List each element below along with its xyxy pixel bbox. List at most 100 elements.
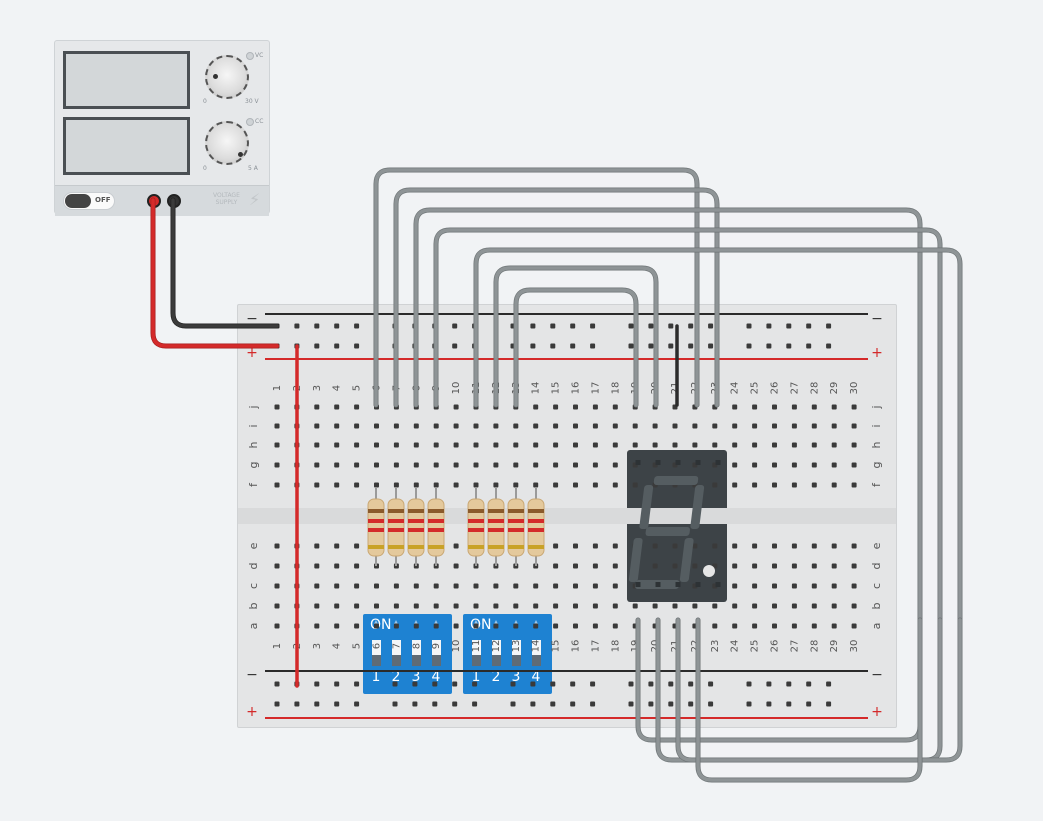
breadboard-hole[interactable]: [772, 563, 777, 569]
jumper-wire[interactable]: [494, 266, 658, 407]
breadboard-hole[interactable]: [354, 404, 360, 410]
rail-hole[interactable]: [826, 343, 832, 349]
rail-hole[interactable]: [826, 681, 832, 687]
breadboard-hole[interactable]: [274, 543, 280, 549]
rail-hole[interactable]: [412, 681, 418, 687]
breadboard-hole[interactable]: [473, 423, 479, 429]
breadboard-hole[interactable]: [791, 482, 797, 488]
breadboard-hole[interactable]: [274, 423, 280, 429]
rail-hole[interactable]: [708, 323, 714, 329]
breadboard-hole[interactable]: [533, 583, 539, 589]
breadboard-hole[interactable]: [453, 563, 459, 569]
breadboard-hole[interactable]: [413, 482, 419, 488]
breadboard-hole[interactable]: [791, 603, 797, 609]
breadboard-hole[interactable]: [453, 442, 459, 448]
breadboard-hole[interactable]: [314, 603, 320, 609]
breadboard-hole[interactable]: [433, 623, 439, 629]
breadboard-hole[interactable]: [851, 623, 857, 629]
breadboard-hole[interactable]: [374, 583, 379, 589]
jumper-wire[interactable]: [676, 618, 962, 762]
breadboard-hole[interactable]: [791, 462, 797, 468]
breadboard-hole[interactable]: [413, 423, 419, 429]
breadboard-hole[interactable]: [791, 543, 797, 549]
rail-hole[interactable]: [668, 323, 674, 329]
rail-hole[interactable]: [590, 701, 596, 707]
breadboard-hole[interactable]: [772, 623, 777, 629]
breadboard-hole[interactable]: [314, 563, 320, 569]
breadboard-hole[interactable]: [692, 543, 698, 549]
breadboard-hole[interactable]: [811, 423, 817, 429]
rail-hole[interactable]: [746, 701, 752, 707]
breadboard-hole[interactable]: [274, 404, 280, 410]
breadboard-hole[interactable]: [592, 543, 598, 549]
breadboard-hole[interactable]: [831, 543, 837, 549]
breadboard-hole[interactable]: [393, 442, 399, 448]
breadboard-hole[interactable]: [433, 442, 439, 448]
rail-hole[interactable]: [472, 681, 478, 687]
breadboard-hole[interactable]: [453, 482, 459, 488]
breadboard-hole[interactable]: [473, 442, 479, 448]
breadboard-hole[interactable]: [513, 442, 519, 448]
power-supply[interactable]: VC CC 0 30 V 0 5 A OFF VOLTAGE SUPPLY ⚡: [54, 40, 270, 216]
breadboard-hole[interactable]: [553, 543, 559, 549]
rail-hole[interactable]: [806, 323, 812, 329]
breadboard-hole[interactable]: [612, 603, 618, 609]
breadboard-hole[interactable]: [533, 603, 539, 609]
breadboard-hole[interactable]: [652, 442, 658, 448]
rail-hole[interactable]: [314, 343, 320, 349]
breadboard-hole[interactable]: [652, 603, 658, 609]
breadboard-hole[interactable]: [712, 543, 718, 549]
breadboard-hole[interactable]: [772, 543, 777, 549]
dip-toggle-2[interactable]: [492, 640, 501, 666]
rail-hole[interactable]: [570, 343, 576, 349]
breadboard-hole[interactable]: [314, 623, 320, 629]
breadboard-hole[interactable]: [453, 404, 459, 410]
rail-hole[interactable]: [668, 701, 674, 707]
breadboard-hole[interactable]: [314, 462, 320, 468]
breadboard-hole[interactable]: [513, 423, 519, 429]
resistor[interactable]: [507, 487, 525, 566]
breadboard-hole[interactable]: [851, 543, 857, 549]
rail-hole[interactable]: [648, 681, 654, 687]
breadboard-hole[interactable]: [791, 583, 797, 589]
rail-hole[interactable]: [354, 323, 360, 329]
rail-hole[interactable]: [688, 343, 694, 349]
breadboard-hole[interactable]: [553, 603, 559, 609]
breadboard-hole[interactable]: [811, 583, 817, 589]
breadboard-hole[interactable]: [712, 623, 718, 629]
resistor[interactable]: [487, 487, 505, 566]
breadboard-hole[interactable]: [553, 404, 559, 410]
resistor[interactable]: [387, 487, 405, 566]
breadboard-hole[interactable]: [851, 583, 857, 589]
breadboard-hole[interactable]: [752, 603, 758, 609]
breadboard-hole[interactable]: [573, 442, 578, 448]
breadboard-hole[interactable]: [314, 442, 320, 448]
breadboard-hole[interactable]: [831, 404, 837, 410]
breadboard-hole[interactable]: [772, 603, 777, 609]
psu-positive-lead[interactable]: [151, 198, 279, 348]
breadboard-hole[interactable]: [334, 563, 340, 569]
breadboard-hole[interactable]: [473, 482, 479, 488]
breadboard-hole[interactable]: [811, 563, 817, 569]
rail-hole[interactable]: [826, 701, 832, 707]
breadboard-hole[interactable]: [513, 482, 519, 488]
breadboard-hole[interactable]: [413, 442, 419, 448]
breadboard-hole[interactable]: [831, 462, 837, 468]
rail-hole[interactable]: [314, 323, 320, 329]
rail-hole[interactable]: [452, 681, 458, 687]
rail-hole[interactable]: [530, 681, 536, 687]
breadboard-hole[interactable]: [553, 623, 559, 629]
rail-hole[interactable]: [510, 701, 516, 707]
breadboard-hole[interactable]: [732, 423, 738, 429]
breadboard-hole[interactable]: [752, 543, 758, 549]
breadboard-hole[interactable]: [553, 442, 559, 448]
breadboard-hole[interactable]: [314, 404, 320, 410]
rail-hole[interactable]: [530, 343, 536, 349]
breadboard-hole[interactable]: [811, 482, 817, 488]
resistor[interactable]: [367, 487, 385, 566]
breadboard-hole[interactable]: [851, 603, 857, 609]
voltage-knob[interactable]: [205, 55, 249, 99]
breadboard-hole[interactable]: [553, 423, 559, 429]
rail-hole[interactable]: [746, 681, 752, 687]
rail-hole[interactable]: [530, 701, 536, 707]
